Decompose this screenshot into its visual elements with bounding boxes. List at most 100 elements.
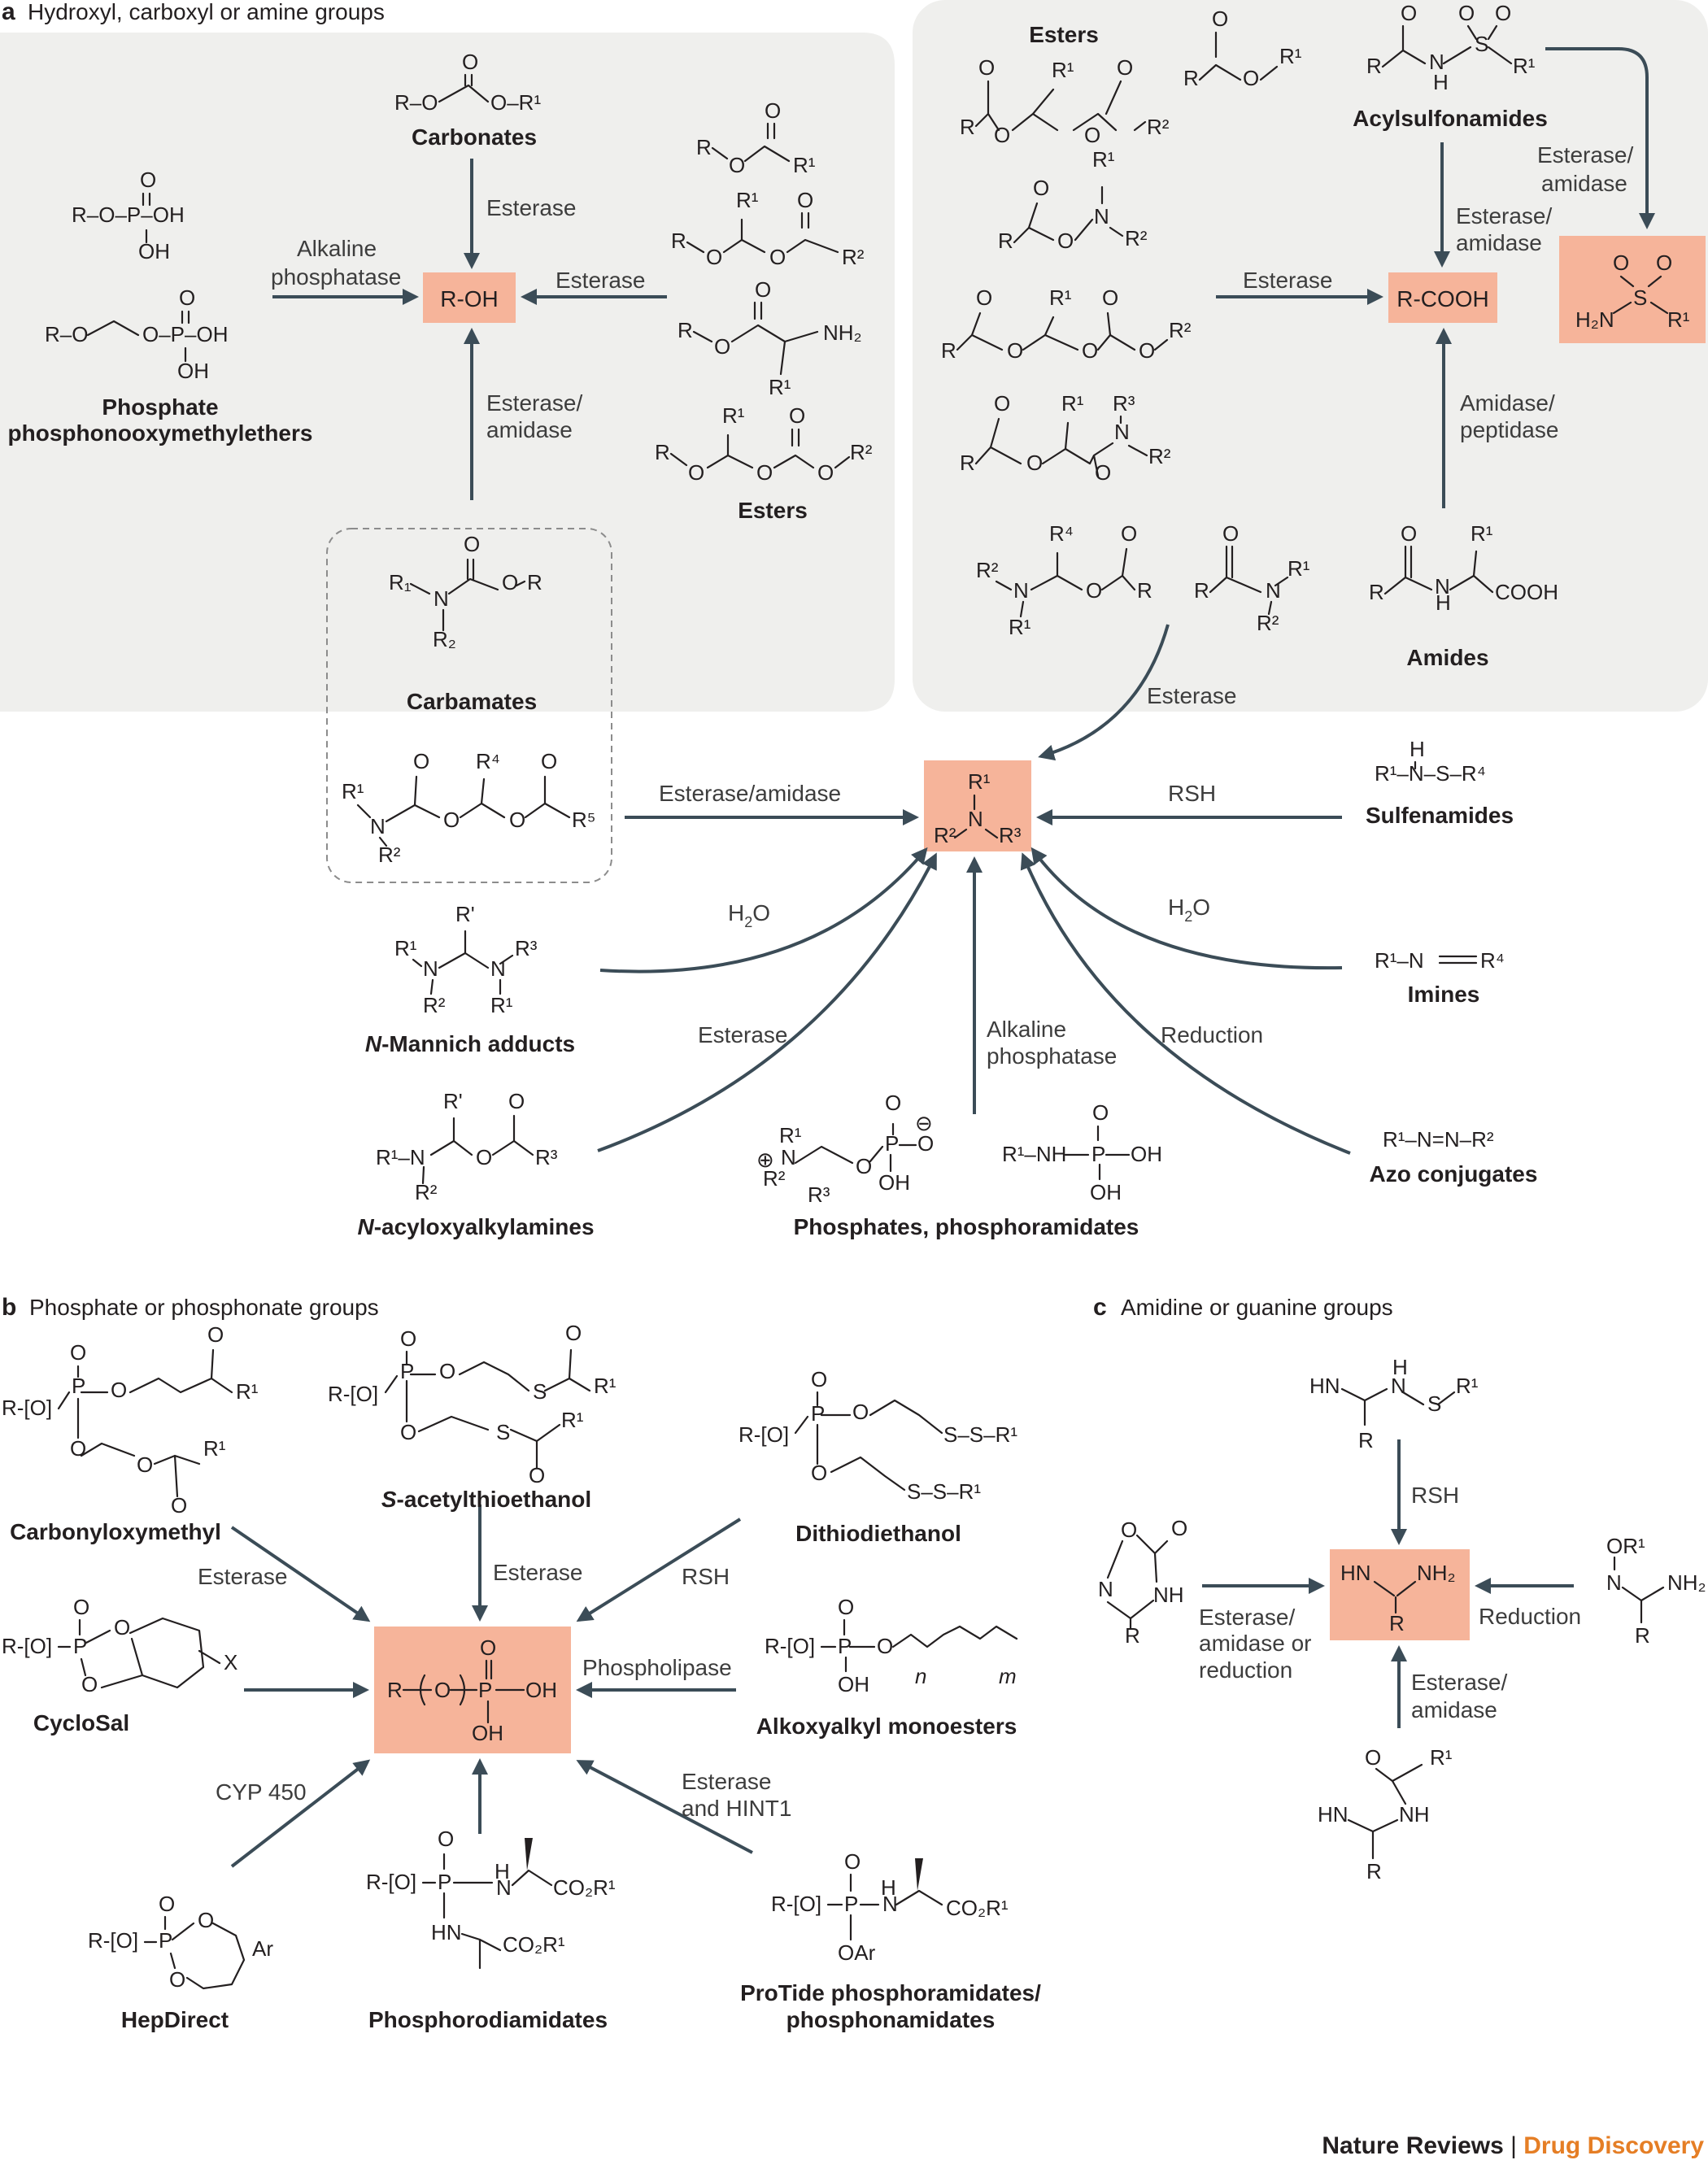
arrow-esterase-curve: [1038, 624, 1170, 761]
product-roh: R-OH: [423, 272, 516, 323]
svg-text:NH: NH: [1153, 1583, 1184, 1607]
svg-text:R²: R²: [850, 440, 873, 464]
svg-text:N: N: [1606, 1570, 1622, 1595]
caption-esters-right: Esters: [1029, 22, 1099, 47]
svg-text:O: O: [714, 334, 730, 359]
svg-text:O: O: [1086, 578, 1102, 603]
svg-text:R²: R²: [763, 1166, 786, 1191]
svg-text:R¹–N: R¹–N: [376, 1145, 425, 1169]
svg-text:R: R: [998, 229, 1013, 253]
svg-text:O: O: [1401, 1, 1417, 25]
product-rcooh: R-COOH: [1388, 272, 1497, 323]
caption-carbonyloxymethyl: Carbonyloxymethyl: [10, 1519, 221, 1544]
svg-text:O: O: [1222, 521, 1239, 546]
svg-text:NH₂: NH₂: [1667, 1570, 1706, 1595]
svg-text:R¹: R¹: [490, 993, 513, 1017]
svg-text:H₂N: H₂N: [1575, 307, 1614, 332]
label-esterase-amidase-acyl-1: Esterase/: [1456, 203, 1552, 229]
caption-mannich: N-Mannich adducts: [365, 1031, 575, 1056]
caption-phosphorodiamidates: Phosphorodiamidates: [368, 2007, 608, 2032]
caption-hepdirect: HepDirect: [121, 2007, 229, 2032]
svg-text:R²: R²: [976, 558, 999, 582]
caption-imines: Imines: [1408, 982, 1480, 1007]
carbamate-dashed-box: [326, 528, 612, 883]
svg-text:S: S: [1427, 1391, 1441, 1416]
svg-text:R¹: R¹: [779, 1123, 802, 1148]
product-amidine: HN NH₂ R: [1330, 1549, 1470, 1640]
label-esterase-amidase-acyl-2: amidase: [1456, 230, 1542, 255]
svg-text:R: R: [1125, 1623, 1140, 1648]
caption-azo-conjugates: Azo conjugates: [1370, 1161, 1538, 1187]
svg-text:HN: HN: [431, 1920, 462, 1944]
svg-text:P: P: [478, 1678, 492, 1702]
svg-text:R–O: R–O: [394, 90, 438, 115]
svg-text:R²: R²: [1257, 611, 1279, 635]
label-esterase-amidase-carb-1: Esterase/: [486, 390, 582, 416]
svg-text:O: O: [159, 1892, 175, 1916]
svg-text:R¹: R¹: [1288, 556, 1310, 581]
svg-text:R⁴: R⁴: [476, 749, 500, 773]
svg-text:R: R: [960, 451, 975, 475]
svg-text:R¹: R¹: [793, 153, 816, 177]
svg-text:O: O: [400, 1420, 416, 1444]
svg-text:R-[O]: R-[O]: [328, 1382, 378, 1406]
caption-protide-1: ProTide phosphoramidates/: [740, 1980, 1041, 2005]
svg-text:O: O: [1656, 250, 1672, 275]
caption-phosphonooxymethylethers: phosphonooxymethylethers: [8, 420, 313, 446]
label-h2o-left: H2O: [728, 900, 770, 930]
label-cyp450: CYP 450: [216, 1779, 307, 1805]
svg-text:R¹: R¹: [1667, 307, 1690, 332]
svg-text:N: N: [1435, 574, 1450, 599]
label-rsh-c: RSH: [1411, 1483, 1459, 1508]
label-rsh-b: RSH: [682, 1564, 730, 1589]
svg-text:R-[O]: R-[O]: [2, 1634, 52, 1658]
svg-text:O: O: [480, 1635, 496, 1660]
svg-text:O: O: [462, 50, 478, 74]
svg-text:R₁: R₁: [389, 570, 412, 594]
arrow-acyl-curve: [1545, 47, 1655, 229]
svg-text:R¹: R¹: [561, 1408, 584, 1432]
svg-text:R¹: R¹: [1009, 615, 1031, 639]
panel-a-title: Hydroxyl, carboxyl or amine groups: [28, 0, 385, 24]
svg-text:R¹: R¹: [1061, 391, 1084, 416]
svg-text:R-[O]: R-[O]: [765, 1634, 815, 1658]
svg-text:R¹: R¹: [769, 375, 791, 399]
label-amidase-peptidase-2: peptidase: [1460, 417, 1558, 442]
svg-text:R¹: R¹: [1513, 54, 1536, 78]
svg-text:OH: OH: [1090, 1180, 1122, 1204]
label-h2o-right: H2O: [1168, 895, 1210, 925]
svg-text:R: R: [941, 338, 956, 363]
svg-text:R¹: R¹: [342, 779, 364, 803]
arrow-azo: [1020, 852, 1351, 1155]
caption-acylsulfonamides: Acylsulfonamides: [1353, 106, 1548, 131]
svg-text:O: O: [789, 403, 805, 428]
panel-b-title: Phosphate or phosphonate groups: [29, 1295, 379, 1320]
svg-text:CO₂R¹: CO₂R¹: [503, 1932, 565, 1957]
caption-alkoxyalkyl: Alkoxyalkyl monoesters: [756, 1714, 1017, 1739]
svg-text:NH₂: NH₂: [823, 320, 862, 345]
svg-text:⊖: ⊖: [915, 1111, 933, 1135]
svg-text:O: O: [169, 1967, 185, 1992]
svg-text:R: R: [1194, 578, 1209, 603]
product-amine: R¹ N R² R³: [924, 760, 1031, 851]
svg-text:R: R: [671, 229, 686, 253]
label-esterase-hint-1: Esterase: [682, 1769, 772, 1794]
svg-text:X: X: [224, 1650, 237, 1674]
arrow-protide: [576, 1760, 753, 1854]
svg-text:O: O: [1033, 176, 1049, 200]
svg-text:CO₂R¹: CO₂R¹: [946, 1896, 1009, 1920]
svg-text:OH: OH: [177, 359, 209, 383]
arrow-imines: [1030, 847, 1343, 970]
svg-text:O: O: [1139, 338, 1155, 363]
svg-text:O: O: [140, 168, 156, 192]
caption-phosphates-phosphoramidates: Phosphates, phosphoramidates: [794, 1214, 1139, 1239]
svg-text:S–S–R¹: S–S–R¹: [907, 1479, 981, 1504]
svg-text:N: N: [1094, 204, 1109, 229]
svg-text:O: O: [464, 532, 480, 556]
svg-text:R¹: R¹: [394, 936, 417, 960]
svg-text:R-[O]: R-[O]: [88, 1928, 138, 1953]
svg-text:R-OH: R-OH: [440, 286, 499, 311]
